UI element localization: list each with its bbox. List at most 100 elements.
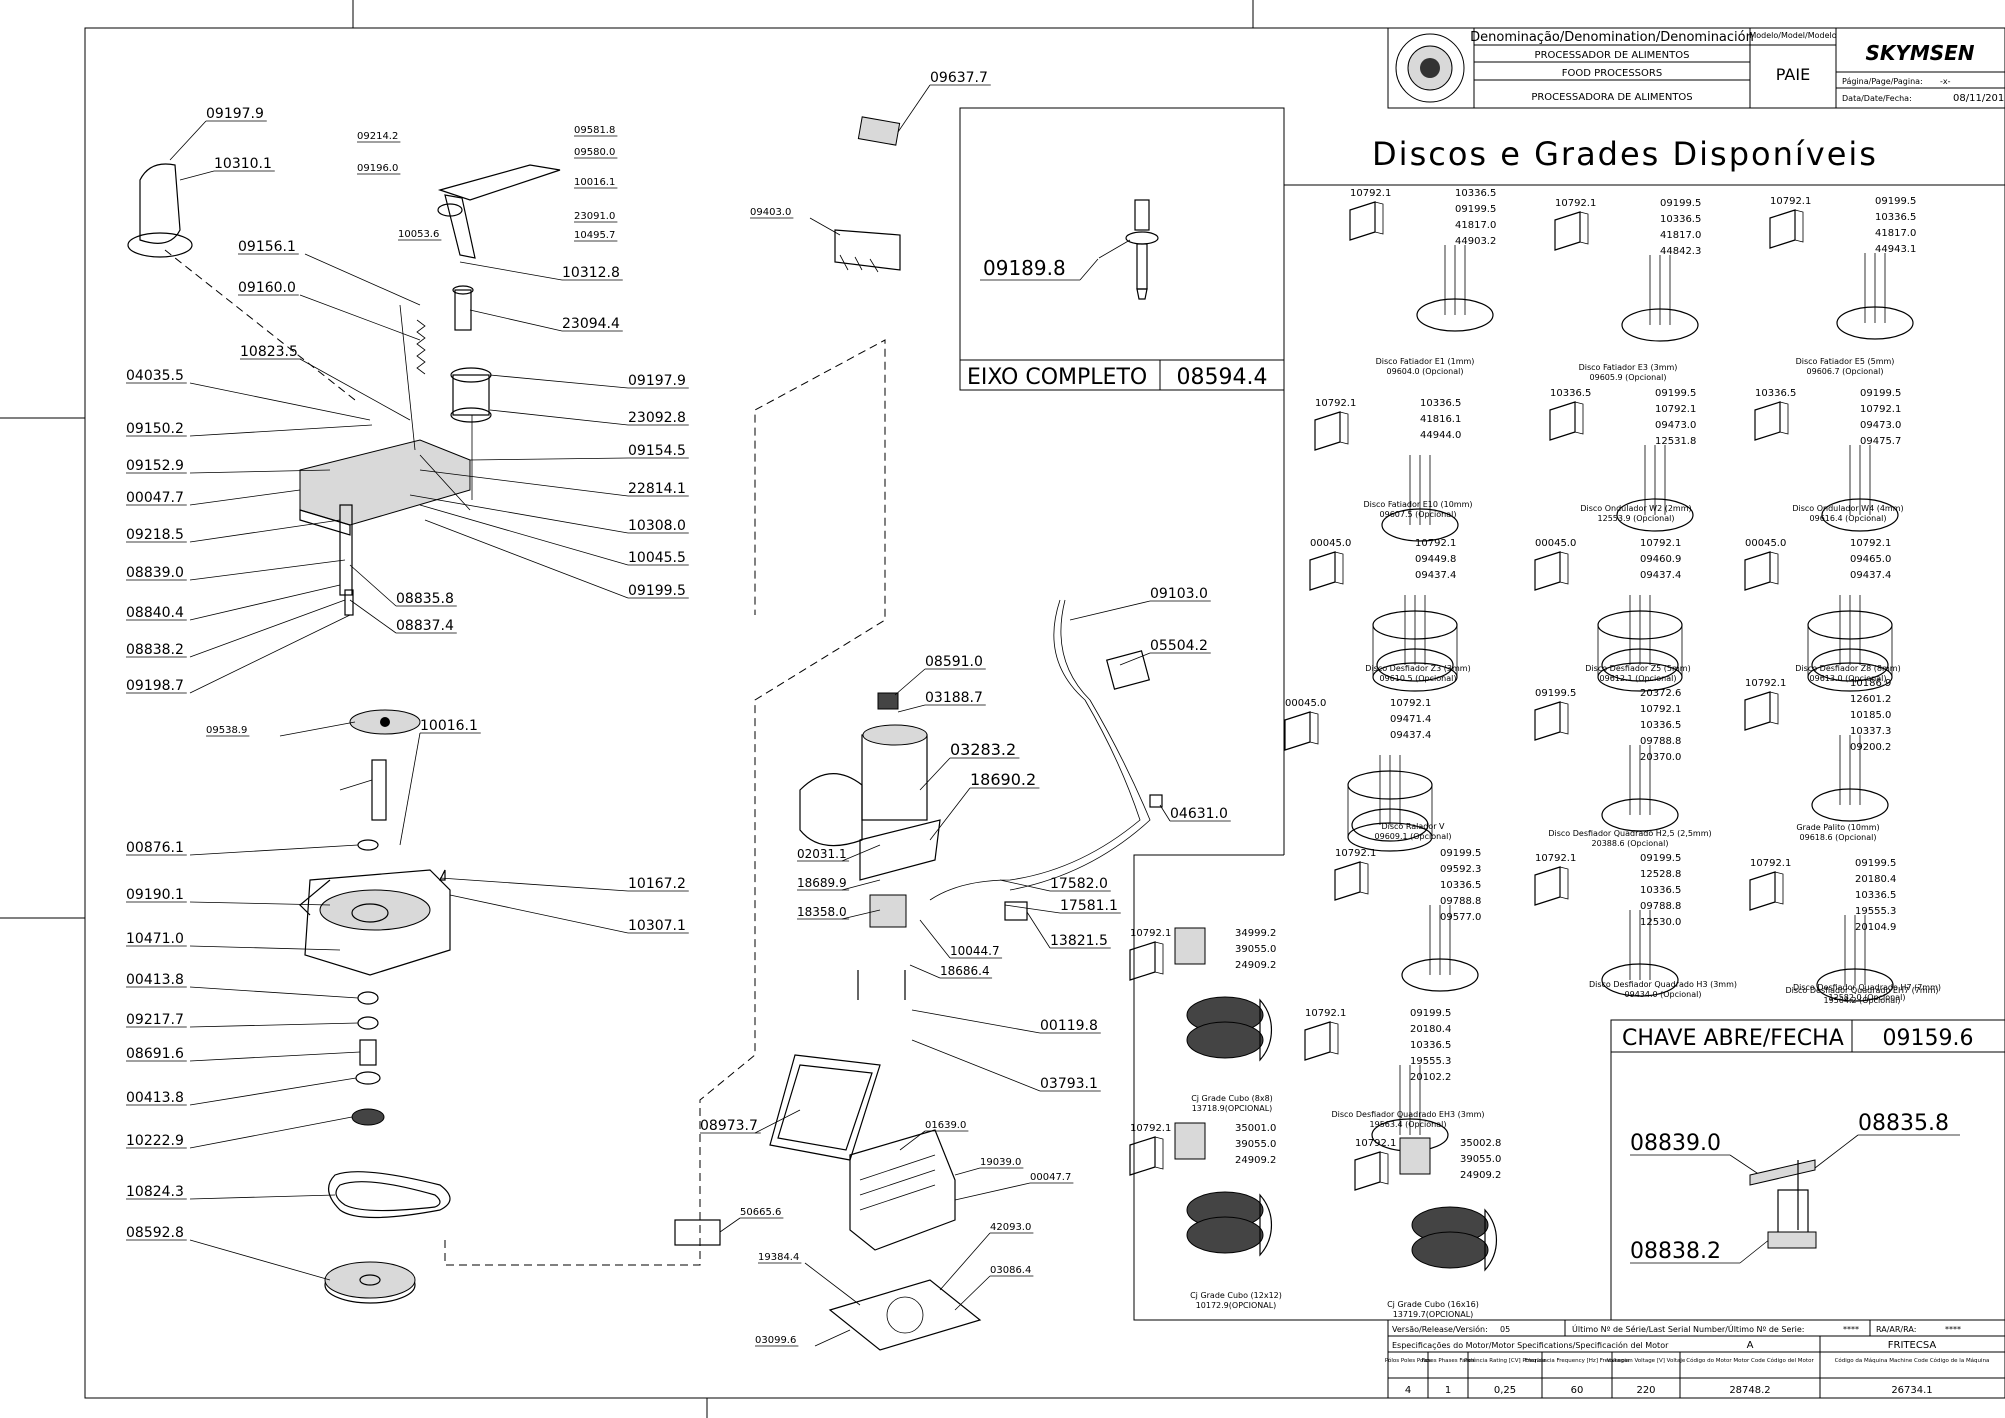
part-label: 09214.2 bbox=[357, 131, 398, 142]
shaft-part-label: 09189.8 bbox=[983, 256, 1066, 280]
table-cell: 0,25 bbox=[1494, 1385, 1516, 1396]
disc-code: 09605.9 (Opcional) bbox=[1590, 373, 1667, 382]
part-label: 50665.6 bbox=[740, 1207, 781, 1218]
disc-part-label: 10792.1 bbox=[1335, 848, 1376, 859]
disc-part-label: 19555.3 bbox=[1855, 906, 1896, 917]
part-label: 10310.1 bbox=[214, 156, 272, 172]
disc-name: Disco Desfiador Quadrado H7 (7mm) bbox=[1793, 983, 1941, 992]
disc-part-label: 10792.1 bbox=[1130, 928, 1171, 939]
disc-part-label: 10336.5 bbox=[1875, 212, 1916, 223]
disc-part-label: 00045.0 bbox=[1310, 538, 1351, 549]
disc-part-label: 34999.2 bbox=[1235, 928, 1276, 939]
disc-part-label: 09437.4 bbox=[1640, 570, 1681, 581]
table-col-header: Pólos Poles Polos bbox=[1385, 1357, 1431, 1364]
part-label: 18690.2 bbox=[970, 770, 1036, 789]
disc-part-label: 09473.0 bbox=[1655, 420, 1696, 431]
disc-part-label: 09199.5 bbox=[1860, 388, 1901, 399]
part-label: 09190.1 bbox=[126, 887, 184, 903]
part-label: 08592.8 bbox=[126, 1225, 184, 1241]
part-label: 09103.0 bbox=[1150, 586, 1208, 602]
shaft-box-code: 08594.4 bbox=[1177, 365, 1268, 390]
disc-code: 12553.9 (Opcional) bbox=[1598, 514, 1675, 523]
disc-part-label: 20180.4 bbox=[1855, 874, 1896, 885]
disc-part-label: 09437.4 bbox=[1390, 730, 1431, 741]
disc-part-label: 10336.5 bbox=[1640, 885, 1681, 896]
disc-part-label: 10792.1 bbox=[1640, 538, 1681, 549]
disc-name: Disco Desfiador Quadrado EH7 (7mm) bbox=[1785, 986, 1938, 995]
disc-part-label: 10792.1 bbox=[1350, 188, 1391, 199]
disc-code: 13719.7(OPCIONAL) bbox=[1393, 1310, 1474, 1319]
part-label: 00047.7 bbox=[126, 490, 184, 506]
table-col-header: Potência Rating [CV] Potencia bbox=[1464, 1357, 1546, 1364]
part-label: 17582.0 bbox=[1050, 876, 1108, 892]
part-label: 08691.6 bbox=[126, 1046, 184, 1062]
disc-name: Disco Fatiador E3 (3mm) bbox=[1579, 363, 1678, 372]
part-label: 03099.6 bbox=[755, 1335, 796, 1346]
disc-part-label: 09199.5 bbox=[1855, 858, 1896, 869]
part-label: 10044.7 bbox=[950, 944, 1000, 958]
disc-part-label: 00045.0 bbox=[1745, 538, 1786, 549]
disc-part-label: 09788.8 bbox=[1440, 896, 1481, 907]
part-label: 09403.0 bbox=[750, 207, 791, 218]
disc-code: 20388.6 (Opcional) bbox=[1592, 839, 1669, 848]
disc-part-label: 10792.1 bbox=[1415, 538, 1456, 549]
disc-part-label: 20102.2 bbox=[1410, 1072, 1451, 1083]
disc-part-label: 19555.3 bbox=[1410, 1056, 1451, 1067]
part-label: 09197.9 bbox=[628, 373, 686, 389]
disc-part-label: 10792.1 bbox=[1315, 398, 1356, 409]
part-label: 10823.5 bbox=[240, 344, 298, 360]
disc-code: 12582.0 (Opcional) bbox=[1829, 993, 1906, 1002]
part-label: 10308.0 bbox=[628, 518, 686, 534]
disc-part-label: 44943.1 bbox=[1875, 244, 1916, 255]
disc-code: 13718.9(OPCIONAL) bbox=[1192, 1104, 1273, 1113]
disc-part-label: 12530.0 bbox=[1640, 917, 1681, 928]
part-label: 03086.4 bbox=[990, 1265, 1031, 1276]
disc-part-label: 10792.1 bbox=[1355, 1138, 1396, 1149]
switch-part-3: 08838.2 bbox=[1630, 1239, 1721, 1264]
motor-spec-value: A bbox=[1747, 1340, 1754, 1351]
part-label: 09580.0 bbox=[574, 147, 615, 158]
part-label: 03793.1 bbox=[1040, 1076, 1098, 1092]
motor-spec-label: Especificações do Motor/Motor Specificat… bbox=[1392, 1340, 1669, 1350]
part-label: 00413.8 bbox=[126, 1090, 184, 1106]
part-label: 18686.4 bbox=[940, 964, 990, 978]
disc-part-label: 09199.5 bbox=[1640, 853, 1681, 864]
disc-name: Disco Desfiador Quadrado H2,5 (2,5mm) bbox=[1548, 829, 1711, 838]
disc-part-label: 10792.1 bbox=[1745, 678, 1786, 689]
disc-part-label: 41817.0 bbox=[1455, 220, 1496, 231]
disc-part-label: 09473.0 bbox=[1860, 420, 1901, 431]
disc-name: Disco Fatiador E5 (5mm) bbox=[1796, 357, 1895, 366]
page-value: -x- bbox=[1940, 77, 1951, 86]
part-label: 18689.9 bbox=[797, 876, 847, 890]
part-label: 09581.8 bbox=[574, 125, 615, 136]
part-label: 09160.0 bbox=[238, 280, 296, 296]
disc-part-label: 09788.8 bbox=[1640, 736, 1681, 747]
disc-part-label: 39055.0 bbox=[1460, 1154, 1501, 1165]
part-label: 10495.7 bbox=[574, 230, 615, 241]
discs-title: Discos e Grades Disponíveis bbox=[1372, 135, 1878, 173]
part-label: 10045.5 bbox=[628, 550, 686, 566]
disc-code: 09434.0 (Opcional) bbox=[1625, 990, 1702, 999]
table-cell: 60 bbox=[1571, 1385, 1584, 1396]
page-label: Página/Page/Pagina: bbox=[1842, 77, 1923, 86]
part-label: 10824.3 bbox=[126, 1184, 184, 1200]
disc-name: Disco Ralador V bbox=[1381, 822, 1445, 831]
disc-part-label: 24909.2 bbox=[1460, 1170, 1501, 1181]
part-label: 05504.2 bbox=[1150, 638, 1208, 654]
disc-part-label: 10336.5 bbox=[1755, 388, 1796, 399]
table-col-header: Freqüência Frequency [Hz] Frecuencia bbox=[1525, 1357, 1630, 1364]
part-label: 03283.2 bbox=[950, 740, 1016, 759]
disc-part-label: 09788.8 bbox=[1640, 901, 1681, 912]
disc-name: Cj Grade Cubo (8x8) bbox=[1191, 1094, 1273, 1103]
part-label: 10222.9 bbox=[126, 1133, 184, 1149]
disc-name: Grade Palito (10mm) bbox=[1796, 823, 1879, 832]
disc-name: Disco Desfiador Z8 (8mm) bbox=[1795, 664, 1900, 673]
ra-label: RA/AR/RA: bbox=[1876, 1325, 1916, 1334]
